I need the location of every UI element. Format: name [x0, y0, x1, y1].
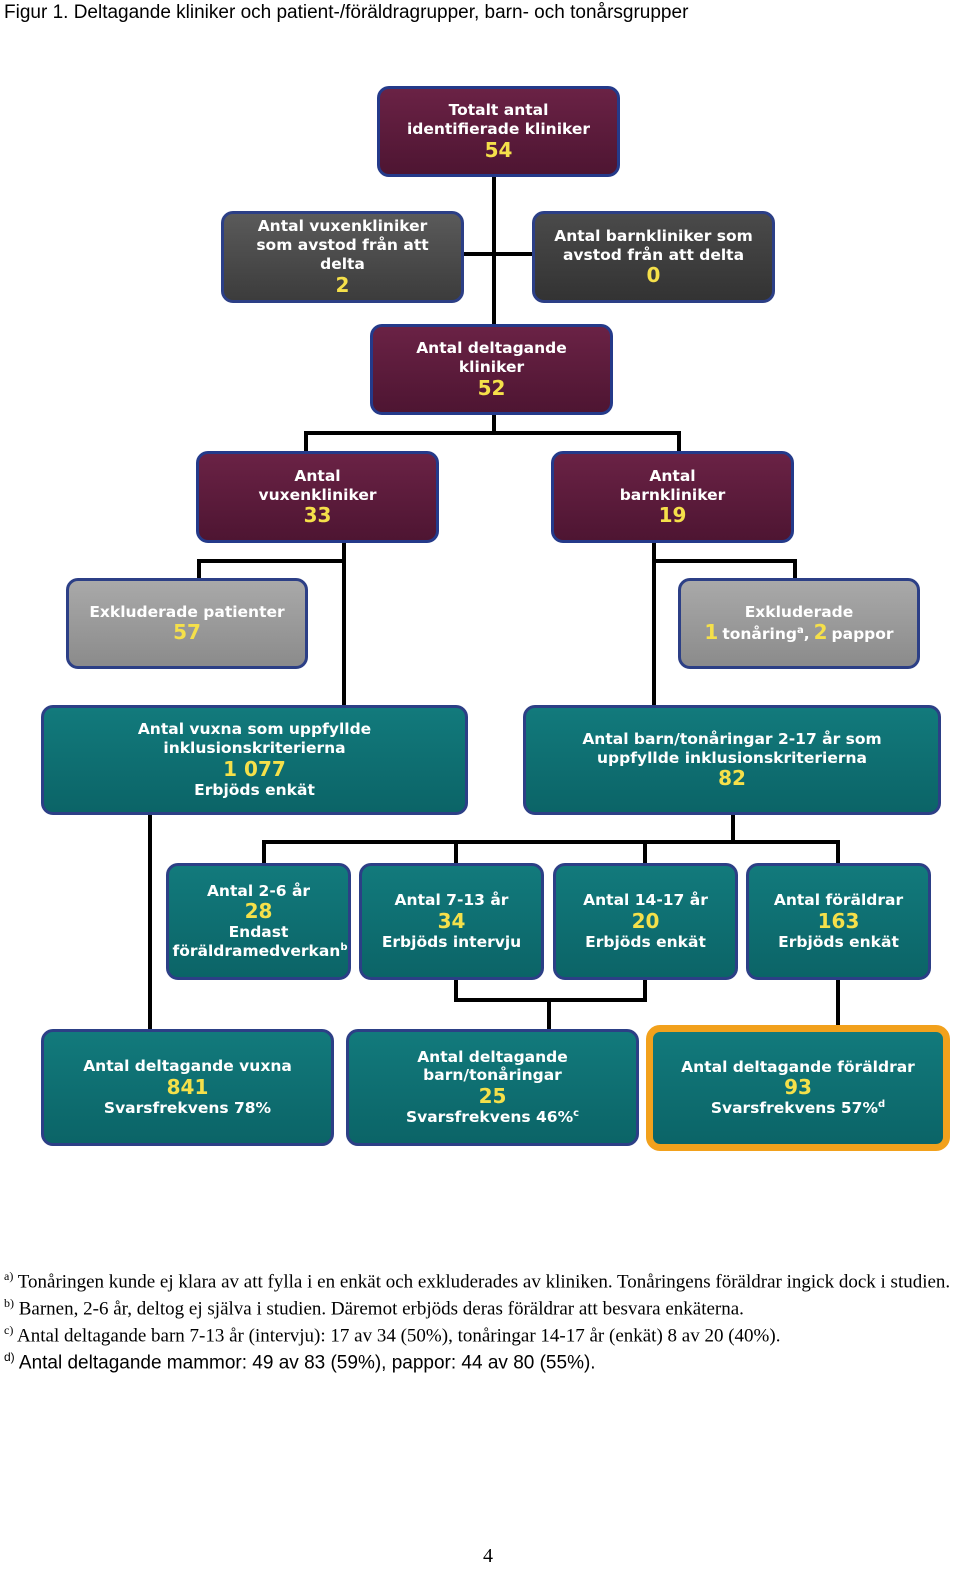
- footnote-c-mark: c): [4, 1322, 14, 1337]
- box-total-clinics-value: 54: [484, 137, 513, 162]
- box-excluded-child-text-a-word: tonåring: [722, 625, 797, 644]
- box-child-clinics: Antal barnkliniker 19: [551, 451, 794, 543]
- footnote-b-mark: b): [4, 1295, 14, 1310]
- box-children-participating-sub: Svarsfrekvens 46%: [405, 1108, 574, 1127]
- box-adult-clinics-label: Antal vuxenkliniker: [258, 466, 377, 504]
- box-adults-participating-value: 841: [166, 1075, 209, 1099]
- box-child-declined: Antal barnkliniker som avstod från att d…: [532, 211, 775, 303]
- box-adult-clinics-value: 33: [303, 503, 332, 528]
- box-parents-participating: Antal deltagande föräldrar 93 Svarsfrekv…: [646, 1025, 950, 1151]
- box-total-clinics: Totalt antal identifierade kliniker 54: [377, 86, 620, 177]
- box-children-participating-label: Antal deltagande barn/tonåringar: [417, 1047, 568, 1085]
- box-parents: Antal föräldrar 163 Erbjöds enkät: [746, 863, 931, 980]
- box-children-participating-value: 25: [478, 1084, 507, 1109]
- box-child-declined-label: Antal barnkliniker som avstod från att d…: [554, 226, 753, 264]
- box-parents-sub: Erbjöds enkät: [778, 933, 899, 951]
- box-excluded-child-text-a: tonåringa,: [722, 625, 809, 644]
- box-parents-label: Antal föräldrar: [773, 891, 904, 910]
- box-age-7-13-sub: Erbjöds intervju: [381, 933, 522, 951]
- connector-to-excluded-patients: [197, 559, 344, 579]
- box-children-participating-sup: c: [573, 1108, 580, 1120]
- box-excluded-patients-value: 57: [173, 620, 201, 645]
- box-excluded-child-details: 1 tonåringa, 2 pappor: [704, 621, 893, 644]
- page-number: 4: [483, 1545, 493, 1567]
- box-adult-clinics: Antal vuxenkliniker 33: [196, 451, 439, 543]
- box-participating-clinics-label: Antal deltagande kliniker: [416, 339, 567, 376]
- box-parents-participating-sub: Svarsfrekvens 57%: [710, 1099, 878, 1118]
- box-adults-participating-sub: Svarsfrekvens 78%: [103, 1099, 272, 1117]
- box-children-eligible-label: Antal barn/tonåringar 2-17 år som uppfyl…: [582, 729, 882, 767]
- connector-participating-split: [304, 431, 681, 452]
- box-child-clinics-value: 19: [658, 503, 687, 528]
- footnote-c: c) Antal deltagande barn 7-13 år (interv…: [4, 1322, 954, 1349]
- box-total-clinics-label: Totalt antal identifierade kliniker: [406, 101, 591, 138]
- box-adult-declined: Antal vuxenkliniker som avstod från att …: [221, 211, 464, 303]
- box-child-declined-value: 0: [646, 263, 661, 288]
- box-participating-clinics: Antal deltagande kliniker 52: [370, 324, 613, 415]
- box-adults-eligible: Antal vuxna som uppfyllde inklusionskrit…: [41, 705, 468, 815]
- box-excluded-child-text-b: pappor: [831, 625, 894, 644]
- box-children-eligible-value: 82: [718, 766, 746, 791]
- box-adults-participating-label: Antal deltagande vuxna: [83, 1057, 292, 1076]
- footnote-c-text: Antal deltagande barn 7-13 år (intervju)…: [17, 1325, 781, 1347]
- box-participating-clinics-value: 52: [477, 375, 506, 400]
- box-excluded-child-value-b: 2: [813, 620, 828, 645]
- box-age-14-17-value: 20: [631, 909, 660, 933]
- box-parents-participating-sub-wrap: Svarsfrekvens 57%d: [711, 1099, 885, 1118]
- footnote-b: b) Barnen, 2-6 år, deltog ej själva i st…: [4, 1295, 954, 1322]
- box-adults-participating: Antal deltagande vuxna 841 Svarsfrekvens…: [41, 1029, 334, 1146]
- box-age-14-17-sub: Erbjöds enkät: [585, 933, 706, 951]
- box-adult-declined-value: 2: [335, 272, 350, 297]
- box-age-2-6-sub-wrap: Endast föräldramedverkanb: [172, 923, 348, 961]
- box-children-participating: Antal deltagande barn/tonåringar 25 Svar…: [346, 1029, 639, 1146]
- figure-title: Figur 1. Deltagande kliniker och patient…: [4, 2, 689, 23]
- box-excluded-patients: Exkluderade patienter 57: [66, 578, 308, 669]
- box-children-participating-sub-wrap: Svarsfrekvens 46%c: [406, 1108, 579, 1127]
- box-age-2-6-sup: b: [340, 942, 348, 954]
- box-children-eligible: Antal barn/tonåringar 2-17 år som uppfyl…: [523, 705, 941, 815]
- box-excluded-child-label: Exkluderade: [744, 602, 854, 621]
- box-age-7-13: Antal 7-13 år 34 Erbjöds intervju: [359, 863, 544, 980]
- footnotes: a) Tonåringen kunde ej klara av att fyll…: [4, 1268, 954, 1376]
- box-age-2-6-sub: Endast föräldramedverkan: [172, 923, 341, 961]
- box-adult-declined-label: Antal vuxenkliniker som avstod från att …: [256, 217, 429, 273]
- box-excluded-patients-label: Exkluderade patienter: [89, 602, 285, 621]
- box-age-2-6-value: 28: [244, 899, 273, 924]
- box-parents-participating-label: Antal deltagande föräldrar: [681, 1057, 915, 1076]
- box-parents-participating-sup: d: [878, 1099, 886, 1111]
- connector-children-eligible-split: [262, 840, 840, 864]
- box-child-clinics-label: Antal barnkliniker: [619, 466, 726, 504]
- flowchart-connectors: [148, 176, 840, 1030]
- footnote-a: a) Tonåringen kunde ej klara av att fyll…: [4, 1268, 954, 1295]
- footnote-a-text: Tonåringen kunde ej klara av att fylla i…: [17, 1271, 951, 1293]
- footnote-d-text: Antal deltagande mammor: 49 av 83 (59%),…: [18, 1352, 596, 1374]
- footnote-d-mark: d): [4, 1349, 15, 1364]
- connector-to-excluded-child: [654, 559, 797, 579]
- box-adults-eligible-label: Antal vuxna som uppfyllde inklusionskrit…: [137, 720, 372, 758]
- box-age-7-13-label: Antal 7-13 år: [394, 891, 509, 910]
- box-excluded-child: Exkluderade 1 tonåringa, 2 pappor: [678, 578, 920, 669]
- footnote-d: d) Antal deltagande mammor: 49 av 83 (59…: [4, 1349, 954, 1376]
- box-excluded-child-sup-a: a: [796, 625, 804, 637]
- box-excluded-child-value-a: 1: [704, 620, 719, 645]
- box-age-2-6: Antal 2-6 år 28 Endast föräldramedverkan…: [166, 863, 351, 980]
- box-age-2-6-label: Antal 2-6 år: [206, 881, 311, 900]
- footnote-a-mark: a): [4, 1269, 14, 1283]
- box-adults-eligible-sub: Erbjöds enkät: [194, 780, 315, 799]
- connector-children-join: [454, 978, 647, 1002]
- box-excluded-child-sep: ,: [803, 625, 810, 644]
- box-age-14-17: Antal 14-17 år 20 Erbjöds enkät: [553, 863, 738, 980]
- box-parents-participating-value: 93: [784, 1075, 812, 1100]
- box-age-7-13-value: 34: [437, 909, 466, 933]
- footnote-b-text: Barnen, 2-6 år, deltog ej själva i studi…: [18, 1298, 744, 1320]
- box-adults-eligible-value: 1 077: [223, 756, 286, 781]
- box-age-14-17-label: Antal 14-17 år: [583, 891, 708, 910]
- box-parents-value: 163: [817, 909, 860, 933]
